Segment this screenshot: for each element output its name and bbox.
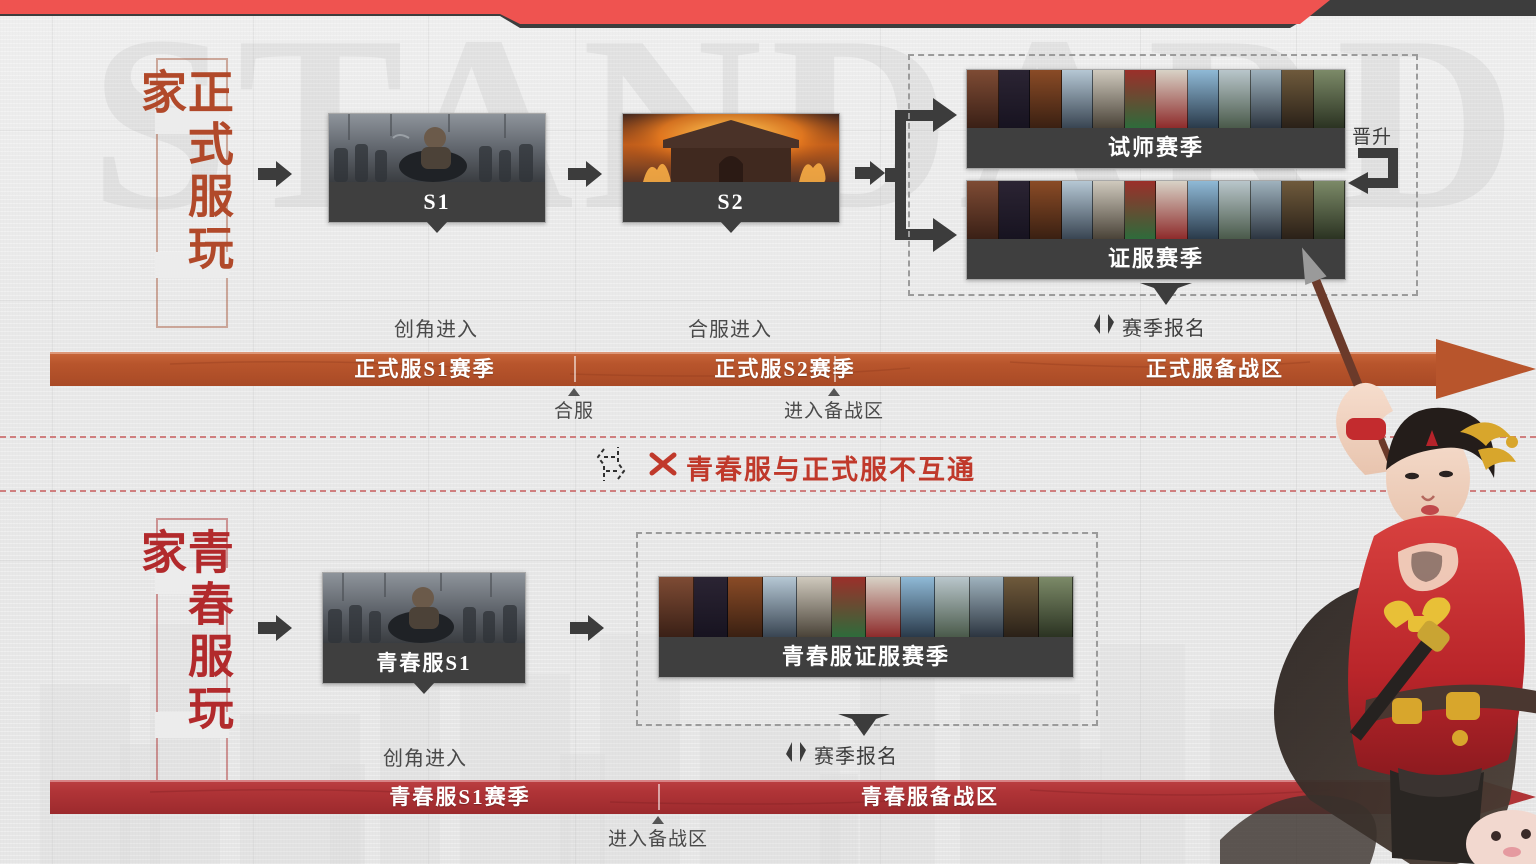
- card-label: 青春服证服赛季: [659, 637, 1073, 677]
- timeline-tick-label-prep-youth: 进入备战区: [607, 829, 708, 850]
- card-notch-icon: [413, 682, 435, 694]
- card-notch-icon: [426, 221, 448, 233]
- bg-grid-line: [52, 0, 53, 864]
- official-server-section: 正式服玩家: [50, 54, 1536, 422]
- arrow-right-icon: [258, 615, 292, 641]
- card-label: S1: [329, 182, 545, 222]
- bg-grid-line: [575, 0, 576, 864]
- bg-grid-line: [253, 0, 254, 864]
- frame-gap-bottom: [155, 712, 229, 738]
- season-card-shishi[interactable]: 试师赛季: [966, 69, 1346, 169]
- timeline-segment-label: 正式服S1赛季: [354, 357, 496, 381]
- portrait-strip: [967, 70, 1345, 128]
- title-frame: [155, 58, 229, 328]
- timeline-divider: [574, 356, 576, 382]
- page-title-youth: 青春服玩家: [134, 528, 233, 736]
- arrow-right-icon: [568, 161, 602, 187]
- branch-split-arrow-icon: [885, 98, 957, 252]
- frame-gap-bottom: [155, 252, 229, 278]
- timeline-bar-shape: [50, 767, 1536, 827]
- page-title-official: 正式服玩家: [134, 68, 233, 276]
- youth-timeline: 青春服S1赛季 青春服备战区: [50, 767, 1536, 827]
- timeline-segment-label: 正式服S2赛季: [714, 357, 856, 381]
- official-title-block: 正式服玩家: [128, 58, 233, 328]
- timeline-tick: [652, 816, 664, 824]
- season-card-s1[interactable]: S1: [328, 113, 546, 233]
- card-thumbnail: [623, 114, 839, 182]
- bg-grid-line: [1140, 0, 1141, 864]
- timeline-tick: [568, 388, 580, 396]
- divider-warning-text: 青春服与正式服不互通: [686, 455, 976, 485]
- card-label: 青春服S1: [323, 643, 525, 683]
- card-thumbnail: [323, 573, 525, 643]
- timeline-divider: [834, 356, 836, 382]
- season-card-zhengfu[interactable]: 证服赛季: [966, 180, 1346, 280]
- portrait-strip: [659, 577, 1073, 637]
- step-caption-create-youth: 创角进入: [383, 748, 467, 770]
- divider-dash-bottom: [0, 490, 1536, 492]
- frame-gap-top: [155, 108, 229, 134]
- season-card-youth-s1[interactable]: 青春服S1: [322, 572, 526, 694]
- arrow-right-icon: [570, 615, 604, 641]
- timeline-tick-label-merge: 合服: [553, 401, 594, 422]
- bg-grid-line: [880, 0, 881, 864]
- step-caption-create: 创角进入: [394, 319, 478, 341]
- timeline-tick: [828, 388, 840, 396]
- youth-server-section: 青春服玩家: [0, 490, 1536, 864]
- timeline-segment-label: 青春服S1赛季: [389, 785, 531, 809]
- signup-label-official: 赛季报名: [1122, 318, 1206, 340]
- card-label: S2: [623, 182, 839, 222]
- season-card-youth-zhengfu[interactable]: 青春服证服赛季: [658, 576, 1074, 678]
- two-way-signup-arrow-icon: [1094, 314, 1114, 334]
- card-label: 证服赛季: [967, 239, 1345, 279]
- card-thumbnail: [329, 114, 545, 182]
- arrow-right-icon: [855, 161, 885, 185]
- x-cross-icon: [649, 452, 677, 476]
- two-way-signup-arrow-icon: [786, 742, 806, 762]
- season-box-notch-icon: [1140, 283, 1192, 305]
- step-caption-merge: 合服进入: [688, 319, 772, 341]
- youth-title-block: 青春服玩家: [128, 518, 233, 788]
- blocked-two-way-arrow-icon: [596, 447, 626, 481]
- season-box-notch-icon: [838, 714, 890, 736]
- divider-dash-top: [0, 436, 1536, 438]
- top-accent-band: [0, 0, 1536, 28]
- timeline-divider: [658, 784, 660, 810]
- promotion-loop-arrow-icon: [1348, 148, 1398, 194]
- frame-gap-top: [155, 568, 229, 594]
- timeline-bar-shape: [50, 339, 1536, 399]
- signup-label-youth: 赛季报名: [814, 746, 898, 768]
- card-label: 试师赛季: [967, 128, 1345, 168]
- bg-grid-line: [428, 0, 429, 864]
- season-card-s2[interactable]: S2: [622, 113, 840, 233]
- timeline-tick-label-prep: 进入备战区: [783, 401, 884, 422]
- arrow-right-icon: [258, 161, 292, 187]
- bg-grid-line: [1296, 0, 1297, 864]
- timeline-segment-label: 青春服备战区: [861, 785, 999, 809]
- background-skyline: [40, 594, 1340, 864]
- promotion-label: 晋升: [1352, 127, 1393, 148]
- portrait-strip: [967, 181, 1345, 239]
- card-notch-icon: [720, 221, 742, 233]
- official-timeline: 正式服S1赛季 正式服S2赛季 正式服备战区: [50, 339, 1536, 399]
- timeline-segment-label: 正式服备战区: [1146, 357, 1284, 381]
